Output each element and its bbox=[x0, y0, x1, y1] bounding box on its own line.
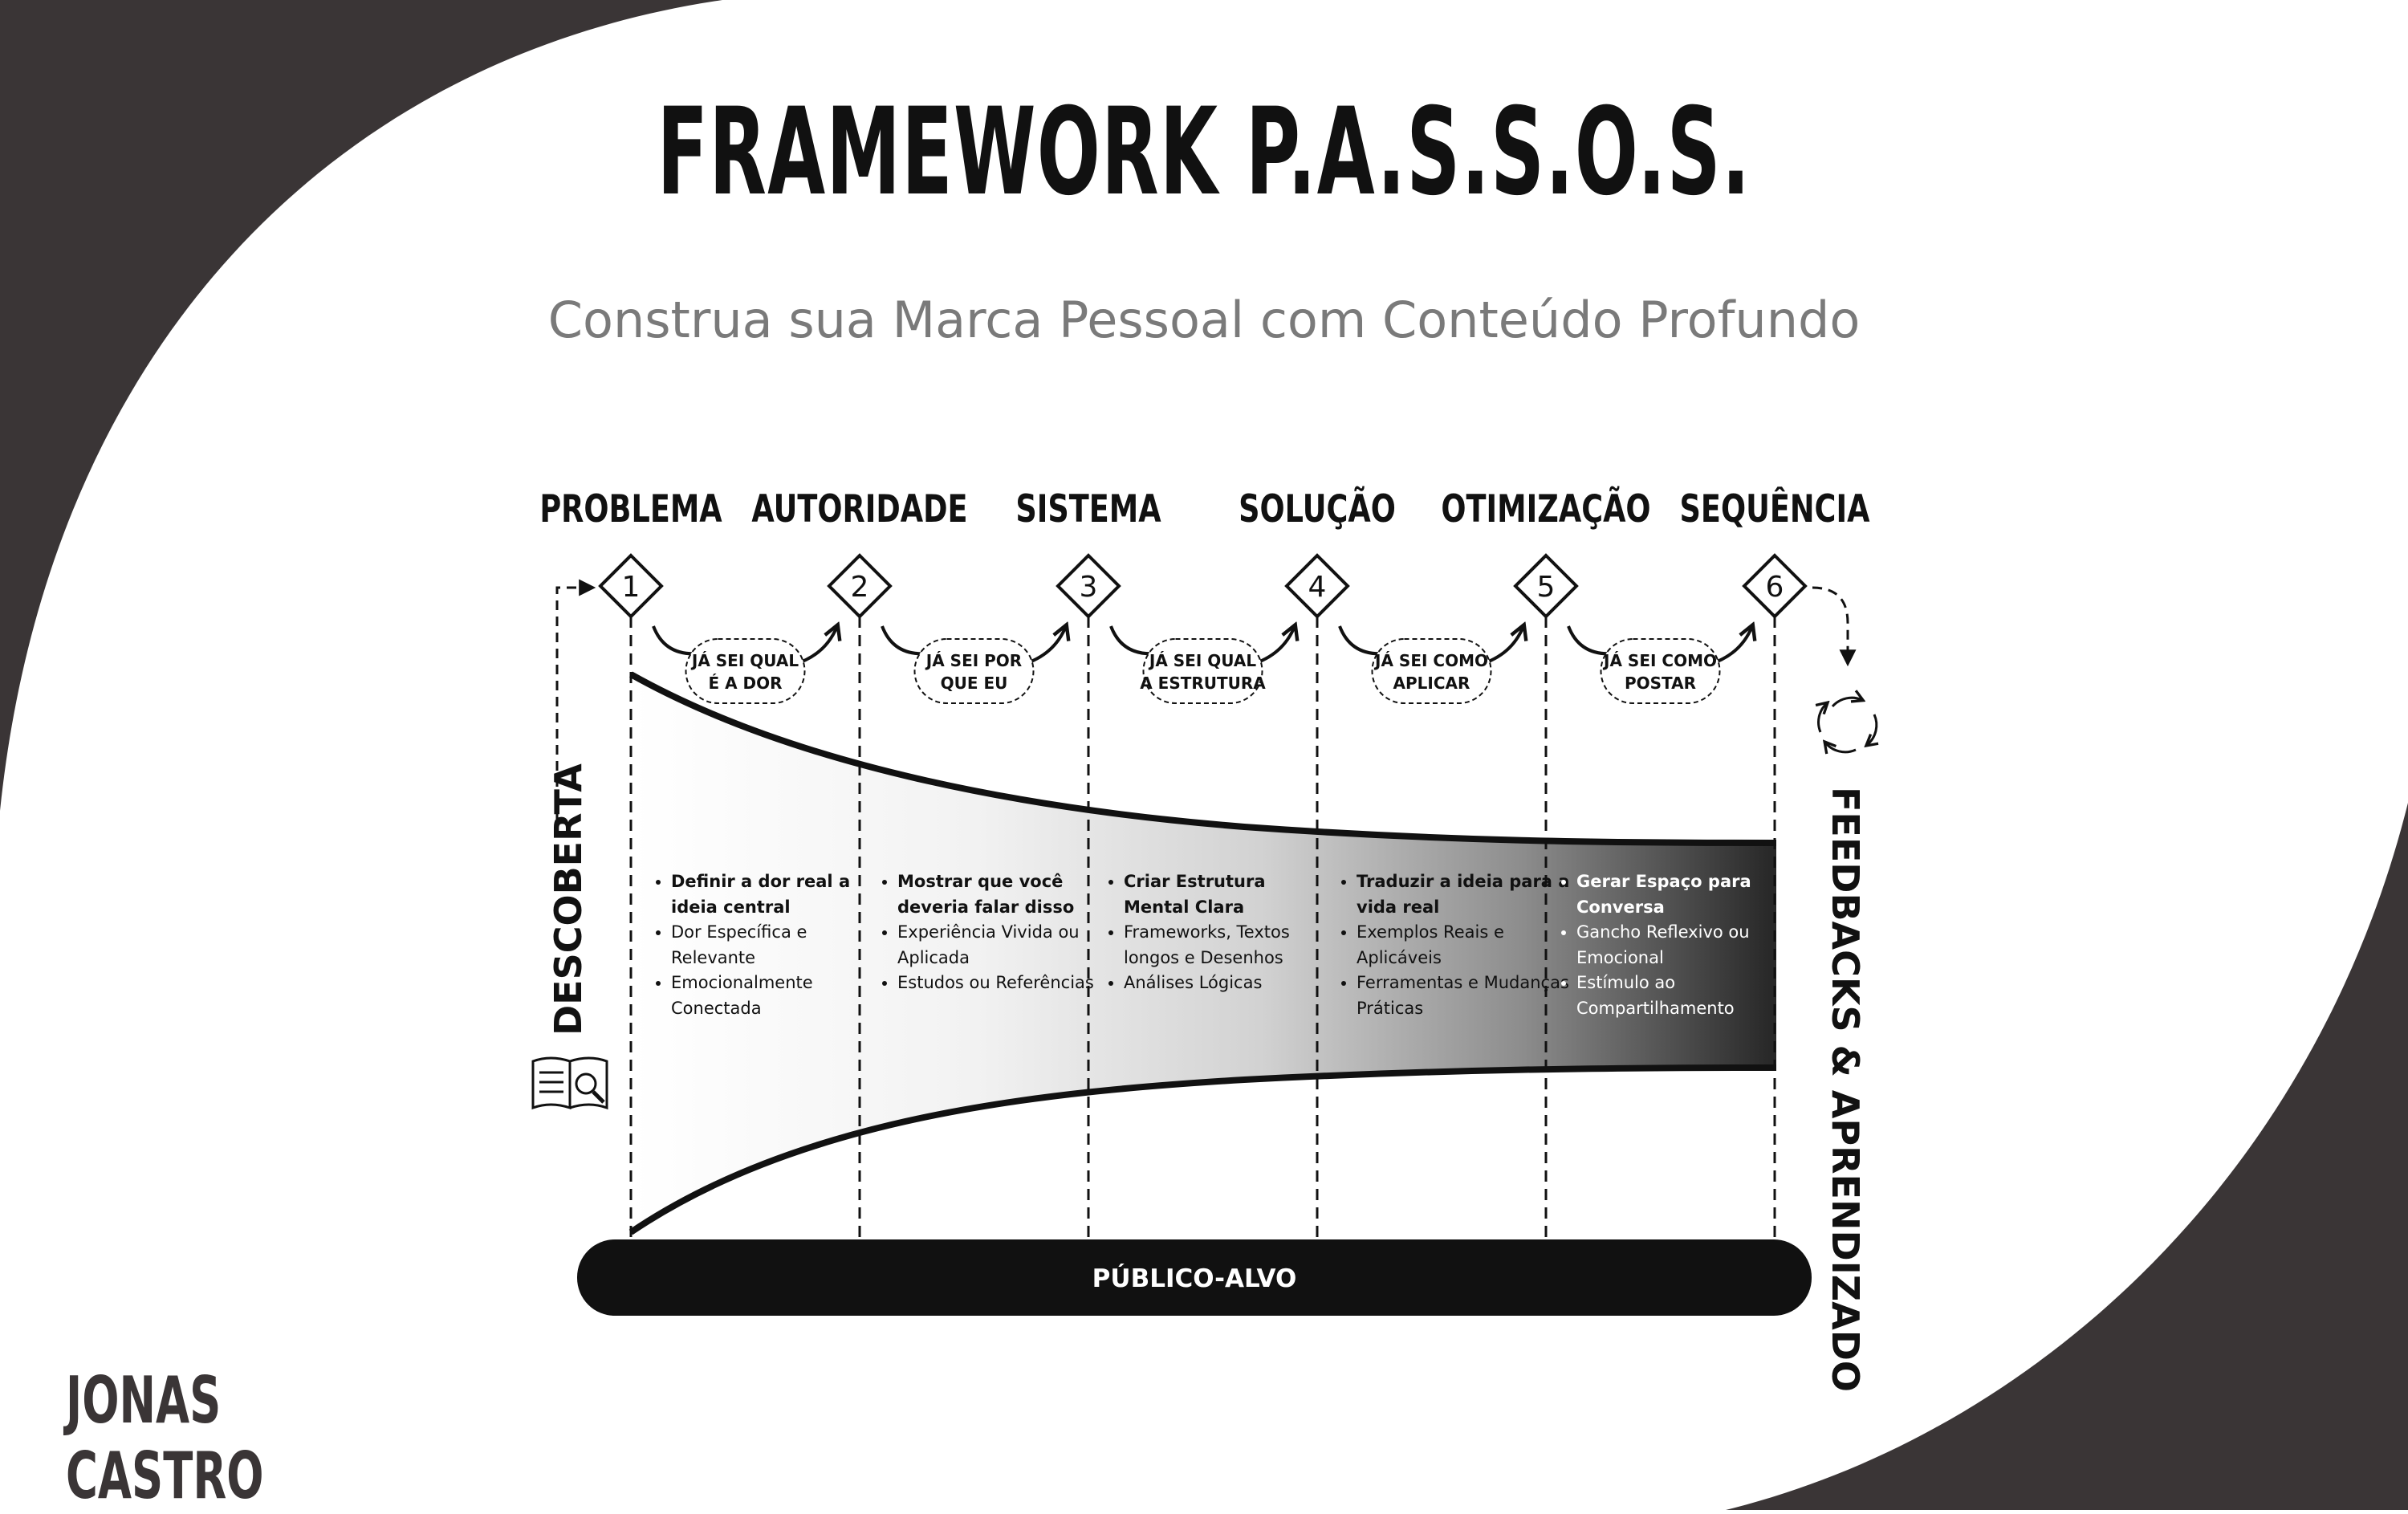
step-bubble bbox=[685, 638, 806, 704]
step-diamond bbox=[1056, 553, 1121, 619]
step-bubble bbox=[1600, 638, 1721, 704]
target-audience-label: PÚBLICO-ALVO bbox=[1092, 1264, 1297, 1293]
step-title: PROBLEMA bbox=[539, 487, 722, 531]
step-dividers bbox=[629, 617, 1776, 1238]
step-diamond bbox=[827, 553, 893, 619]
step-diamond bbox=[1513, 553, 1579, 619]
book-search-icon bbox=[531, 1056, 608, 1110]
target-audience-bar: PÚBLICO-ALVO bbox=[577, 1239, 1812, 1316]
feedback-label: FEEDBACKS & APRENDIZADO bbox=[1824, 787, 1867, 1392]
cycle-arrows-icon bbox=[1819, 698, 1877, 752]
step-title: AUTORIDADE bbox=[751, 487, 967, 531]
step-bubble-text: APLICAR bbox=[1393, 674, 1470, 693]
feedback-flow: FEEDBACKS & APRENDIZADO bbox=[1812, 586, 1877, 1392]
step-bullet: Dor Específica e Relevante bbox=[671, 920, 880, 971]
step-bullet: Gerar Espaço para Conversa bbox=[1576, 869, 1793, 920]
step-title: OTIMIZAÇÃO bbox=[1441, 486, 1650, 531]
step-bubble bbox=[1142, 638, 1263, 704]
step-bubble-text: JÁ SEI COMO bbox=[1373, 651, 1488, 670]
step-number: 2 bbox=[851, 571, 869, 604]
step-bullet: Estímulo ao Compartilhamento bbox=[1576, 971, 1793, 1021]
funnel-shape bbox=[628, 671, 1777, 1235]
step-number: 5 bbox=[1537, 571, 1556, 604]
step-bullet: Análises Lógicas bbox=[1124, 971, 1328, 996]
step-bullet-list: Gerar Espaço para ConversaGancho Reflexi… bbox=[1552, 869, 1793, 1021]
step-bullet: Exemplos Reais e Aplicáveis bbox=[1357, 920, 1573, 971]
step-title: SEQUÊNCIA bbox=[1680, 486, 1870, 531]
page-title: FRAMEWORK P.A.S.S.O.S. bbox=[657, 83, 1751, 222]
step-title: SISTEMA bbox=[1015, 487, 1161, 531]
step-bullet-list: Criar Estrutura Mental ClaraFrameworks, … bbox=[1100, 869, 1328, 996]
step-bullet: Criar Estrutura Mental Clara bbox=[1124, 869, 1328, 920]
step-bullet: Gancho Reflexivo ou Emocional bbox=[1576, 920, 1793, 971]
step-bullet: Ferramentas e Mudanças Práticas bbox=[1357, 971, 1573, 1021]
step-number: 1 bbox=[622, 571, 641, 604]
step-bullet: Emocionalmente Conectada bbox=[671, 971, 880, 1021]
page-subtitle: Construa sua Marca Pessoal com Conteúdo … bbox=[547, 291, 1861, 349]
step-bubble-text: É A DOR bbox=[708, 674, 782, 693]
step-number: 6 bbox=[1766, 571, 1784, 604]
step-bubble bbox=[913, 638, 1035, 704]
step-number: 4 bbox=[1308, 571, 1327, 604]
step-number: 3 bbox=[1080, 571, 1098, 604]
step-bullet-list: Traduzir a ideia para a vida realExemplo… bbox=[1332, 869, 1573, 1021]
step-bullet: Definir a dor real a ideia central bbox=[671, 869, 880, 920]
step-bullet: Estudos ou Referências bbox=[897, 971, 1106, 996]
step-title: SOLUÇÃO bbox=[1239, 486, 1396, 531]
step-bubble-text: JÁ SEI COMO bbox=[1602, 651, 1717, 670]
step-bubble-text: A ESTRUTURA bbox=[1140, 674, 1266, 693]
discovery-flow: DESCOBERTA bbox=[531, 579, 608, 1110]
step-bubble-text: POSTAR bbox=[1625, 674, 1696, 693]
step-diamond bbox=[598, 553, 664, 619]
step-bubble-text: JÁ SEI POR bbox=[925, 651, 1022, 670]
step-bubble-text: QUE EU bbox=[941, 674, 1008, 693]
step-bullet-list: Mostrar que você deveria falar dissoExpe… bbox=[873, 869, 1106, 996]
discovery-label: DESCOBERTA bbox=[547, 763, 590, 1036]
step-diamond bbox=[1742, 553, 1808, 619]
step-bullet: Experiência Vivida ou Aplicada bbox=[897, 920, 1106, 971]
step-bullet: Traduzir a ideia para a vida real bbox=[1357, 869, 1573, 920]
brand-name: JONAS CASTRO bbox=[66, 1363, 264, 1513]
step-bullet: Frameworks, Textos longos e Desenhos bbox=[1124, 920, 1328, 971]
step-bullet-list: Definir a dor real a ideia centralDor Es… bbox=[647, 869, 880, 1021]
step-bullet: Mostrar que você deveria falar disso bbox=[897, 869, 1106, 920]
step-bubble bbox=[1371, 638, 1492, 704]
step-diamond bbox=[1284, 553, 1350, 619]
step-bubble-text: JÁ SEI QUAL bbox=[1148, 651, 1256, 670]
step-bubble-text: JÁ SEI QUAL bbox=[690, 651, 799, 670]
